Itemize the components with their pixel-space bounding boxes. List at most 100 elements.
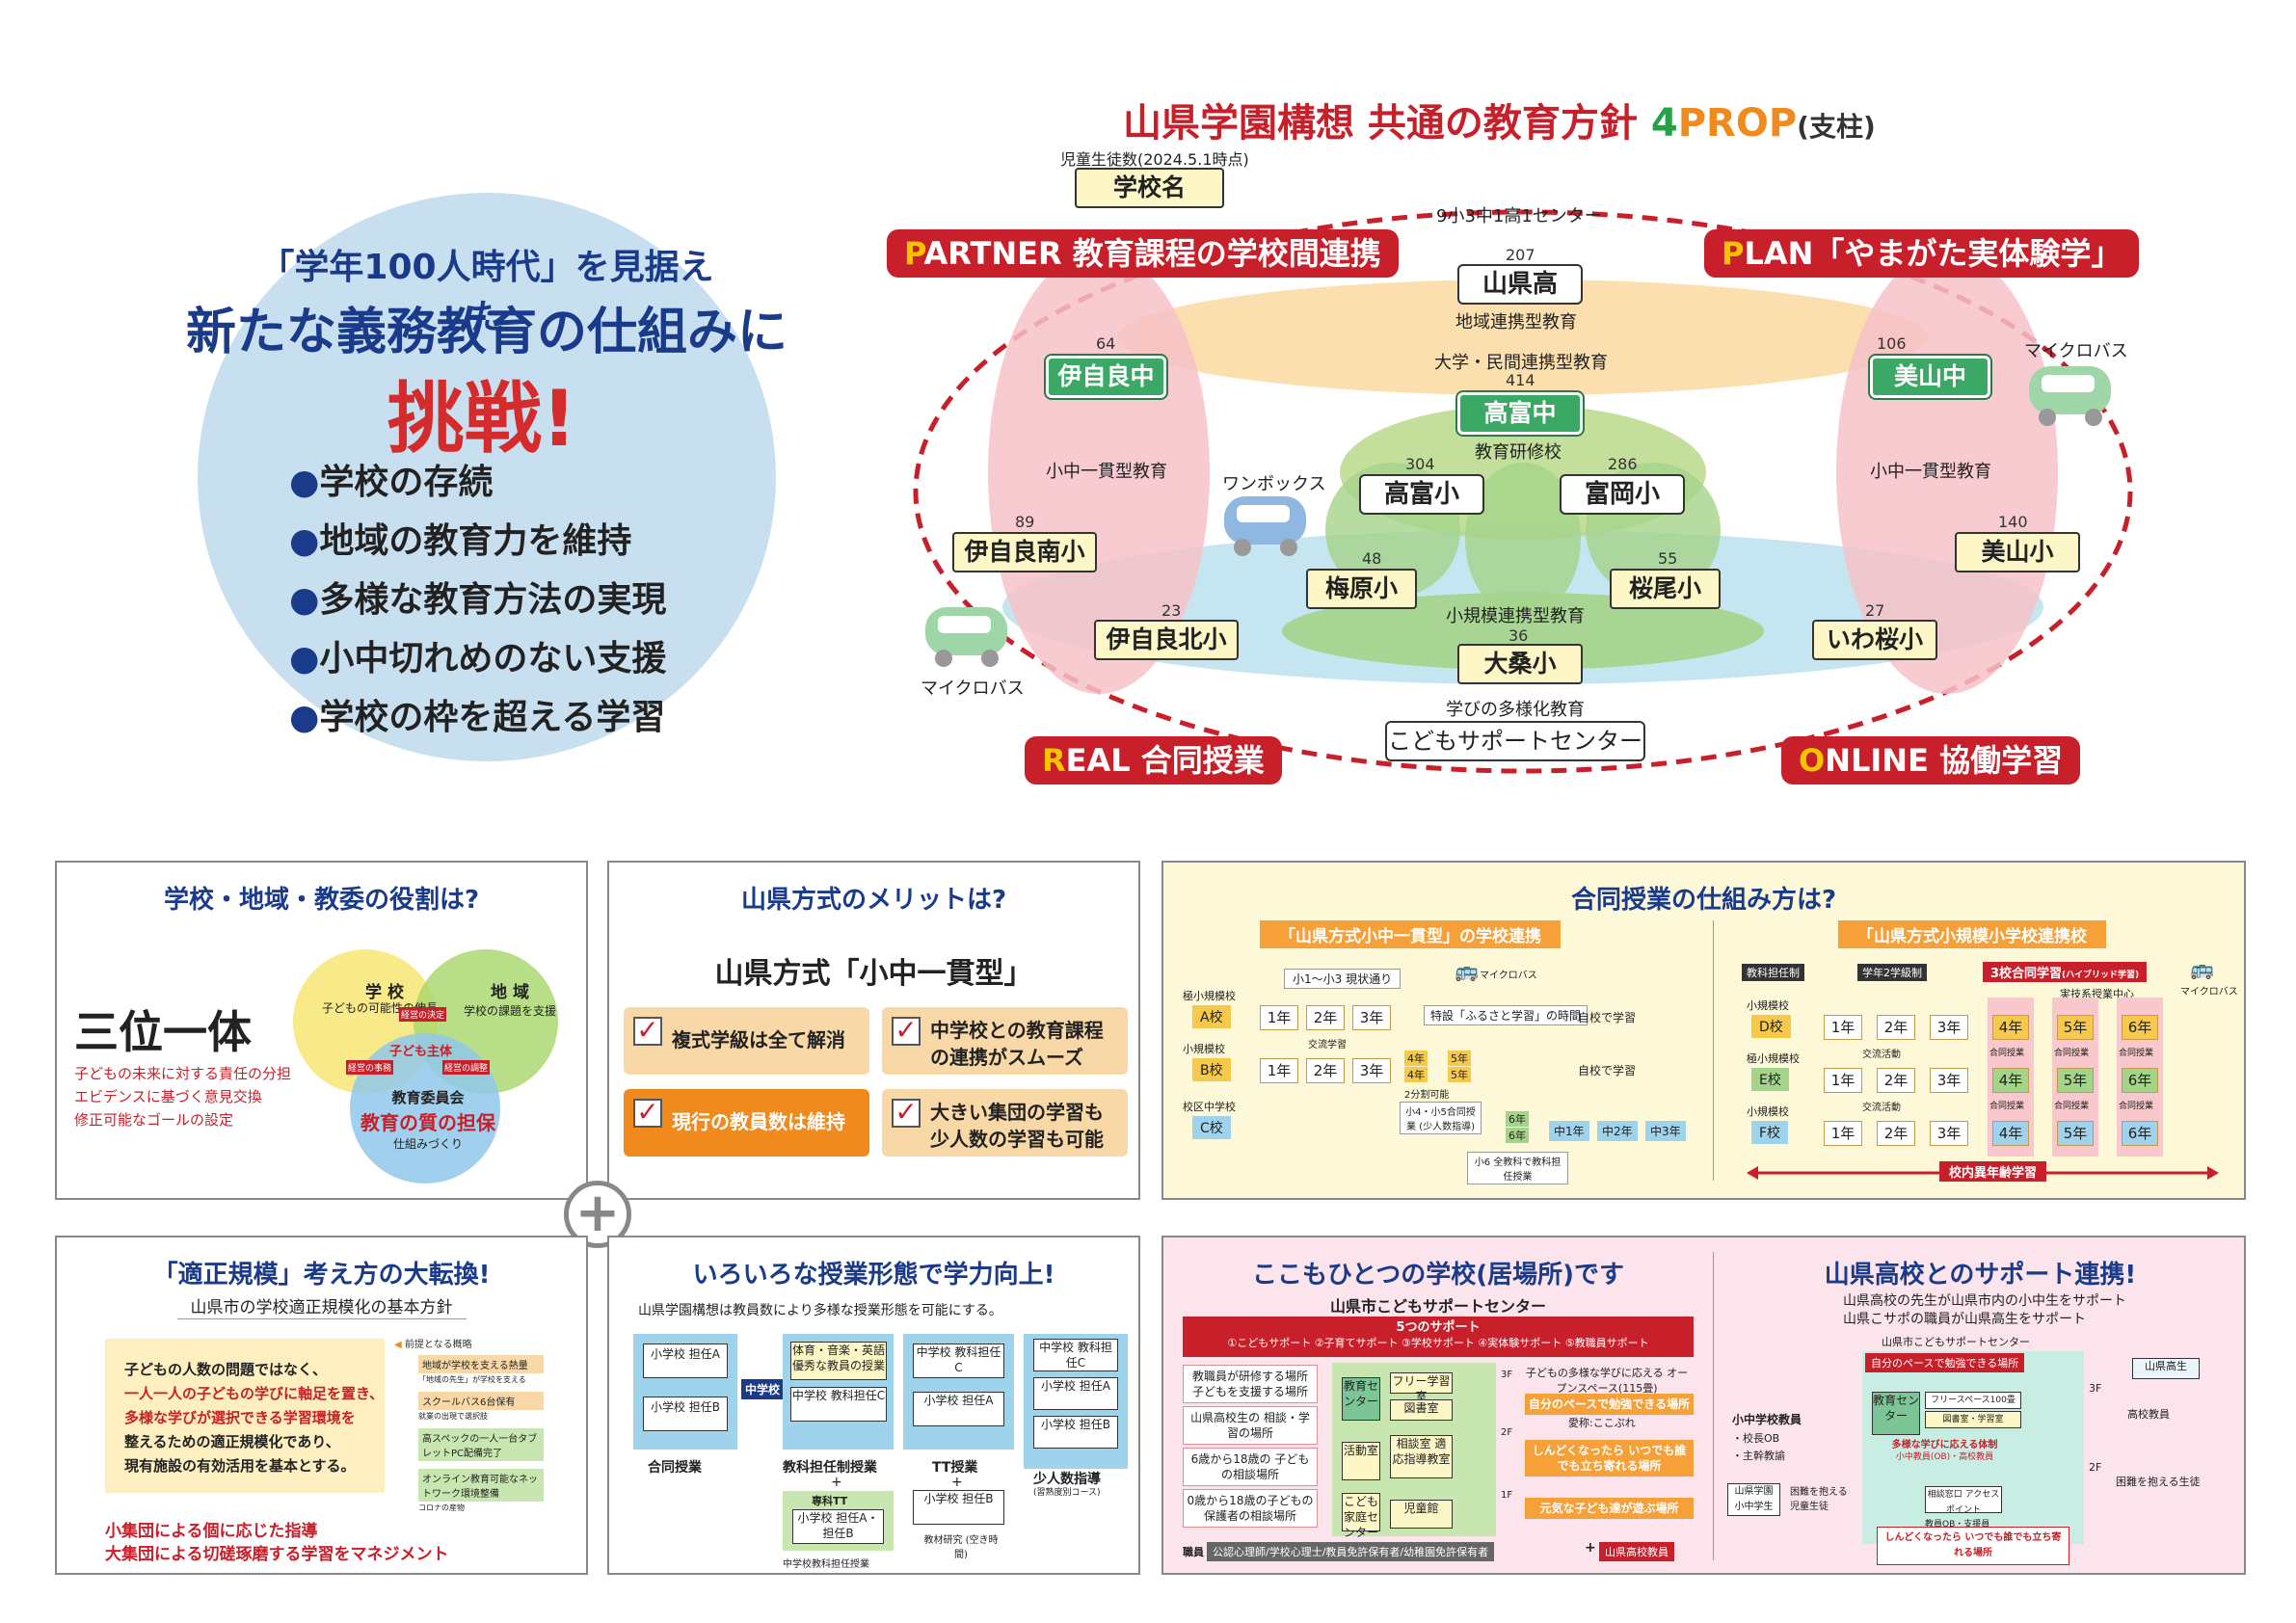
merit-check-2: ✓中学校との教育課程の連携がスムーズ (882, 1007, 1128, 1075)
venn-chiiki: 地 域 (491, 983, 529, 1002)
venn-chiiki-sub: 学校の課題を支援 (463, 1004, 556, 1018)
label-shochu-left: 小中一貫型教育 (1046, 462, 1167, 482)
staff-list: 公認心理師/学校心理士/教員免許保有者/幼稚園免許保有者 (1207, 1542, 1495, 1561)
scale-sub: 山県市の学校適正規模化の基本方針 (190, 1298, 453, 1317)
microbus-left-icon (925, 607, 1007, 667)
support-sub: 山県市こどもサポートセンター (1329, 1297, 1546, 1316)
r-d-g6: 6年 (2122, 1015, 2158, 1040)
panel-koko-title: 山県高校とのサポート連携! (1824, 1261, 2137, 1290)
koko-bottom: しんどくなったら いつでも誰でも立ち寄れる場所 (1877, 1527, 2069, 1565)
merit-check-3: ✓現行の教員数は維持 (624, 1089, 869, 1157)
school-iseranansho: 伊自良南小 (952, 532, 1097, 572)
r-microbus: マイクロバス (2180, 987, 2238, 998)
r-f-g4: 4年 (1992, 1121, 2029, 1146)
form2-c1: 体育・音楽・英語 優秀な教員の授業 (790, 1342, 887, 1380)
school-sakuraosho: 桜尾小 (1610, 569, 1721, 609)
l-c-type: 校区中学校 (1183, 1101, 1236, 1113)
form-label-2: 教科担任制授業 (783, 1460, 877, 1476)
floor-1: 1F (1501, 1490, 1513, 1501)
r-d: D校 (1751, 1015, 1791, 1038)
l-j1: 中1年 (1549, 1121, 1589, 1141)
venn-kyoiku-main: 教育の質の担保 (360, 1111, 495, 1134)
school-okuwasho: 大桑小 (1457, 644, 1583, 684)
zentei-sub-2: 就業の出現で選択肢 (418, 1412, 488, 1421)
school-iwazakurasho: いわ桜小 (1812, 620, 1937, 660)
main-title: 山県学園構想 共通の教育方針 4PROP(支柱) (1123, 101, 1876, 146)
count-sakuraosho: 55 (1658, 549, 1678, 568)
plus-icon: + (1585, 1540, 1596, 1556)
staff-plus: 山県高校教員 (1599, 1542, 1674, 1561)
koko-line-2: 山県こサポの職員が山県高生をサポート (1843, 1312, 2086, 1327)
r-f-type: 小規模校 (1747, 1105, 1789, 1118)
koko-trouble-1: 困難を抱える 児童生徒 (1790, 1487, 1848, 1512)
hero-bullets: ●学校の存続 ●地域の教育力を維持 ●多様な教育方法の実現 ●小中切れめのない支… (289, 453, 666, 747)
koko-f3: 3F (2089, 1382, 2102, 1395)
bullet-item: ●学校の存続 (289, 463, 494, 502)
koko-kokokyoin: 高校教員 (2127, 1408, 2170, 1421)
school-takatomisho: 高富小 (1359, 474, 1484, 515)
room-center: 教育センター (1342, 1377, 1380, 1421)
form5-f2: 小学校 担任A・担任B (792, 1509, 884, 1544)
l-b-g4: 4年 (1404, 1067, 1428, 1082)
left-item-1: 教職員が研修する場所 子どもを支援する場所 (1183, 1365, 1318, 1403)
r-d-g2: 2年 (1877, 1015, 1915, 1040)
count-iseranansho: 89 (1015, 513, 1035, 531)
r-h3: 3校合同学習(ハイブリッド学習) (1983, 962, 2148, 982)
l-microbus: マイクロバス (1480, 971, 1537, 981)
scale-foot-1: 小集団による個に応じた指導 (105, 1522, 318, 1541)
onebox-icon (1224, 496, 1306, 556)
r-d-g4: 4年 (1992, 1015, 2029, 1040)
checkmark-icon: ✓ (892, 1099, 921, 1128)
r-goudou-4b: 合同授業 (1989, 1102, 2025, 1111)
form5-f1: 専科TT (812, 1495, 848, 1507)
form6-note: 教材研究 (空き時間) (923, 1535, 999, 1560)
panel-scale-title: 「適正規模」考え方の大転換! (152, 1261, 491, 1290)
venn-tag-3: 経営の調整 (442, 1060, 491, 1075)
panel-roles-title: 学校・地域・教委の役割は? (163, 886, 480, 915)
right-item-3: 愛称:ここぷれ (1568, 1417, 1636, 1429)
r-d-g3: 3年 (1930, 1015, 1968, 1040)
l-c: C校 (1192, 1116, 1231, 1139)
r-e-g4: 4年 (1992, 1068, 2029, 1093)
r-f-g3: 3年 (1930, 1121, 1968, 1146)
l-j3: 中3年 (1645, 1121, 1686, 1141)
venn-kyoiku: 教育委員会 (391, 1089, 465, 1106)
form1-b: 小学校 担任B (643, 1397, 728, 1431)
r-h1: 教科担任制 (1742, 964, 1804, 981)
r-koryu-1: 交流活動 (1862, 1050, 1901, 1060)
form-label-3: TT授業 (932, 1460, 978, 1476)
label-shochu-right: 小中一貫型教育 (1870, 462, 1991, 482)
r-e-g5: 5年 (2057, 1068, 2094, 1093)
venn-tag-2: 経営の事務 (346, 1060, 394, 1075)
venn-tag-1: 経営の決定 (399, 1007, 447, 1022)
r-bottom: 校内異年齢学習 (1939, 1161, 2047, 1182)
r-goudou-5b: 合同授業 (2054, 1102, 2090, 1111)
right-item-4: しんどくなったら いつでも誰でも立ち寄れる場所 (1525, 1440, 1694, 1477)
panel-support-title: ここもひとつの学校(居場所)です (1252, 1261, 1624, 1290)
tag-online: ONLINE 協働学習 (1781, 736, 2081, 785)
plus-icon: + (831, 1475, 842, 1490)
form4-e3: 小学校 担任B (1033, 1416, 1118, 1449)
right-item-5: 元気な子ども達が遊ぶ場所 (1525, 1498, 1694, 1519)
forms-sub: 山県学園構想は教員数により多様な授業形態を可能にする。 (638, 1303, 1002, 1318)
r-goudou-6b: 合同授業 (2119, 1102, 2154, 1111)
panel-scale: 「適正規模」考え方の大転換! 山県市の学校適正規模化の基本方針 子どもの人数の問… (55, 1236, 588, 1575)
divider (177, 1318, 467, 1319)
kodomo-support-center: こどもサポートセンター (1385, 721, 1645, 761)
koko-room-4b: 小中教員(OB)・高校教員 (1895, 1452, 1994, 1462)
l-j2: 中2年 (1597, 1121, 1638, 1141)
r-f: F校 (1751, 1121, 1789, 1144)
l-b-type: 小規模校 (1183, 1043, 1225, 1055)
l-b-g3: 3年 (1352, 1058, 1391, 1083)
microbus-left-label: マイクロバス (921, 678, 1025, 699)
form-label-1: 合同授業 (648, 1460, 702, 1476)
l-b-g1: 1年 (1260, 1058, 1298, 1083)
form4-e1: 中学校 教科担任C (1033, 1339, 1118, 1371)
zentei-sub-1: 「地域の先生」が学校を支える (418, 1375, 526, 1384)
left-item-2: 山県高校生の 相談・学習の場所 (1183, 1406, 1318, 1445)
r-f-g6: 6年 (2122, 1121, 2158, 1146)
room-jidokan: 児童館 (1390, 1500, 1453, 1529)
r-e-g1: 1年 (1824, 1068, 1862, 1093)
form6-g1: 小学校 担任B (913, 1490, 1004, 1525)
count-takatomisho: 304 (1405, 455, 1435, 473)
